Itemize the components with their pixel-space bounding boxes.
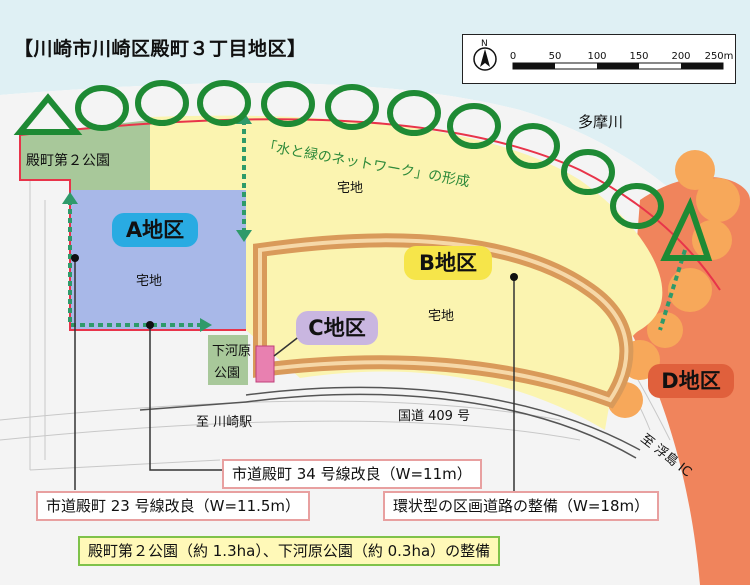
ring-road-centerline xyxy=(258,238,629,403)
park2-area xyxy=(20,120,150,190)
scale-bar: N 0 50 100 150 200 250m xyxy=(462,34,736,84)
network-arrows xyxy=(68,120,687,331)
north-label: N xyxy=(481,39,488,49)
callout-road23: 市道殿町 23 号線改良（W=11.5m） xyxy=(36,491,311,521)
park2-label: 殿町第２公園 xyxy=(26,152,110,169)
scale-graphic: N 0 50 100 150 200 250m xyxy=(473,39,734,71)
scale-tick-1: 50 xyxy=(549,51,562,62)
district-c-parcel xyxy=(255,345,275,383)
river-label: 多摩川 xyxy=(578,113,623,131)
scale-tick-5: 250m xyxy=(705,51,734,62)
residential-top-label: 宅地 xyxy=(337,181,363,196)
project-boundary-west xyxy=(19,135,246,331)
shimogawara-park-area xyxy=(208,335,248,385)
scale-tick-3: 150 xyxy=(629,51,648,62)
callout-road34: 市道殿町 34 号線改良（W=11m） xyxy=(222,459,482,489)
shimogawara-label-1: 下河原 xyxy=(212,344,251,359)
leader-dots xyxy=(71,254,518,329)
map-title: 【川崎市川崎区殿町３丁目地区】 xyxy=(14,38,307,60)
leader-lines xyxy=(74,258,515,491)
to-kawasaki-label: 至 川崎駅 xyxy=(196,415,252,430)
street-lines xyxy=(0,180,671,471)
shimogawara-label-2: 公園 xyxy=(214,366,240,381)
route409-label: 国道 409 号 xyxy=(398,409,470,424)
district-c-label: C地区 xyxy=(308,316,365,340)
green-ring-chain xyxy=(13,80,713,261)
district-d-badge: D地区 xyxy=(648,364,734,398)
compass-icon xyxy=(473,47,497,71)
district-d-label: D地区 xyxy=(661,369,720,393)
residential-b-label: 宅地 xyxy=(428,309,454,324)
district-a-label: A地区 xyxy=(126,218,184,242)
district-a-badge: A地区 xyxy=(112,213,198,247)
callout-parks: 殿町第２公園（約 1.3ha）、下河原公園（約 0.3ha）の整備 xyxy=(78,536,501,566)
district-c-badge: C地区 xyxy=(296,311,378,345)
highway xyxy=(139,386,641,459)
north-arrow-icon xyxy=(480,49,490,67)
scale-tick-2: 100 xyxy=(587,51,606,62)
callout-ring-road: 環状型の区画道路の整備（W=18m） xyxy=(383,491,660,521)
scale-tick-4: 200 xyxy=(671,51,690,62)
district-a-area xyxy=(70,180,246,330)
district-b-label: B地区 xyxy=(419,251,477,275)
district-b-badge: B地区 xyxy=(404,246,492,280)
residential-a-label: 宅地 xyxy=(136,274,162,289)
scale-tick-0: 0 xyxy=(510,51,516,62)
